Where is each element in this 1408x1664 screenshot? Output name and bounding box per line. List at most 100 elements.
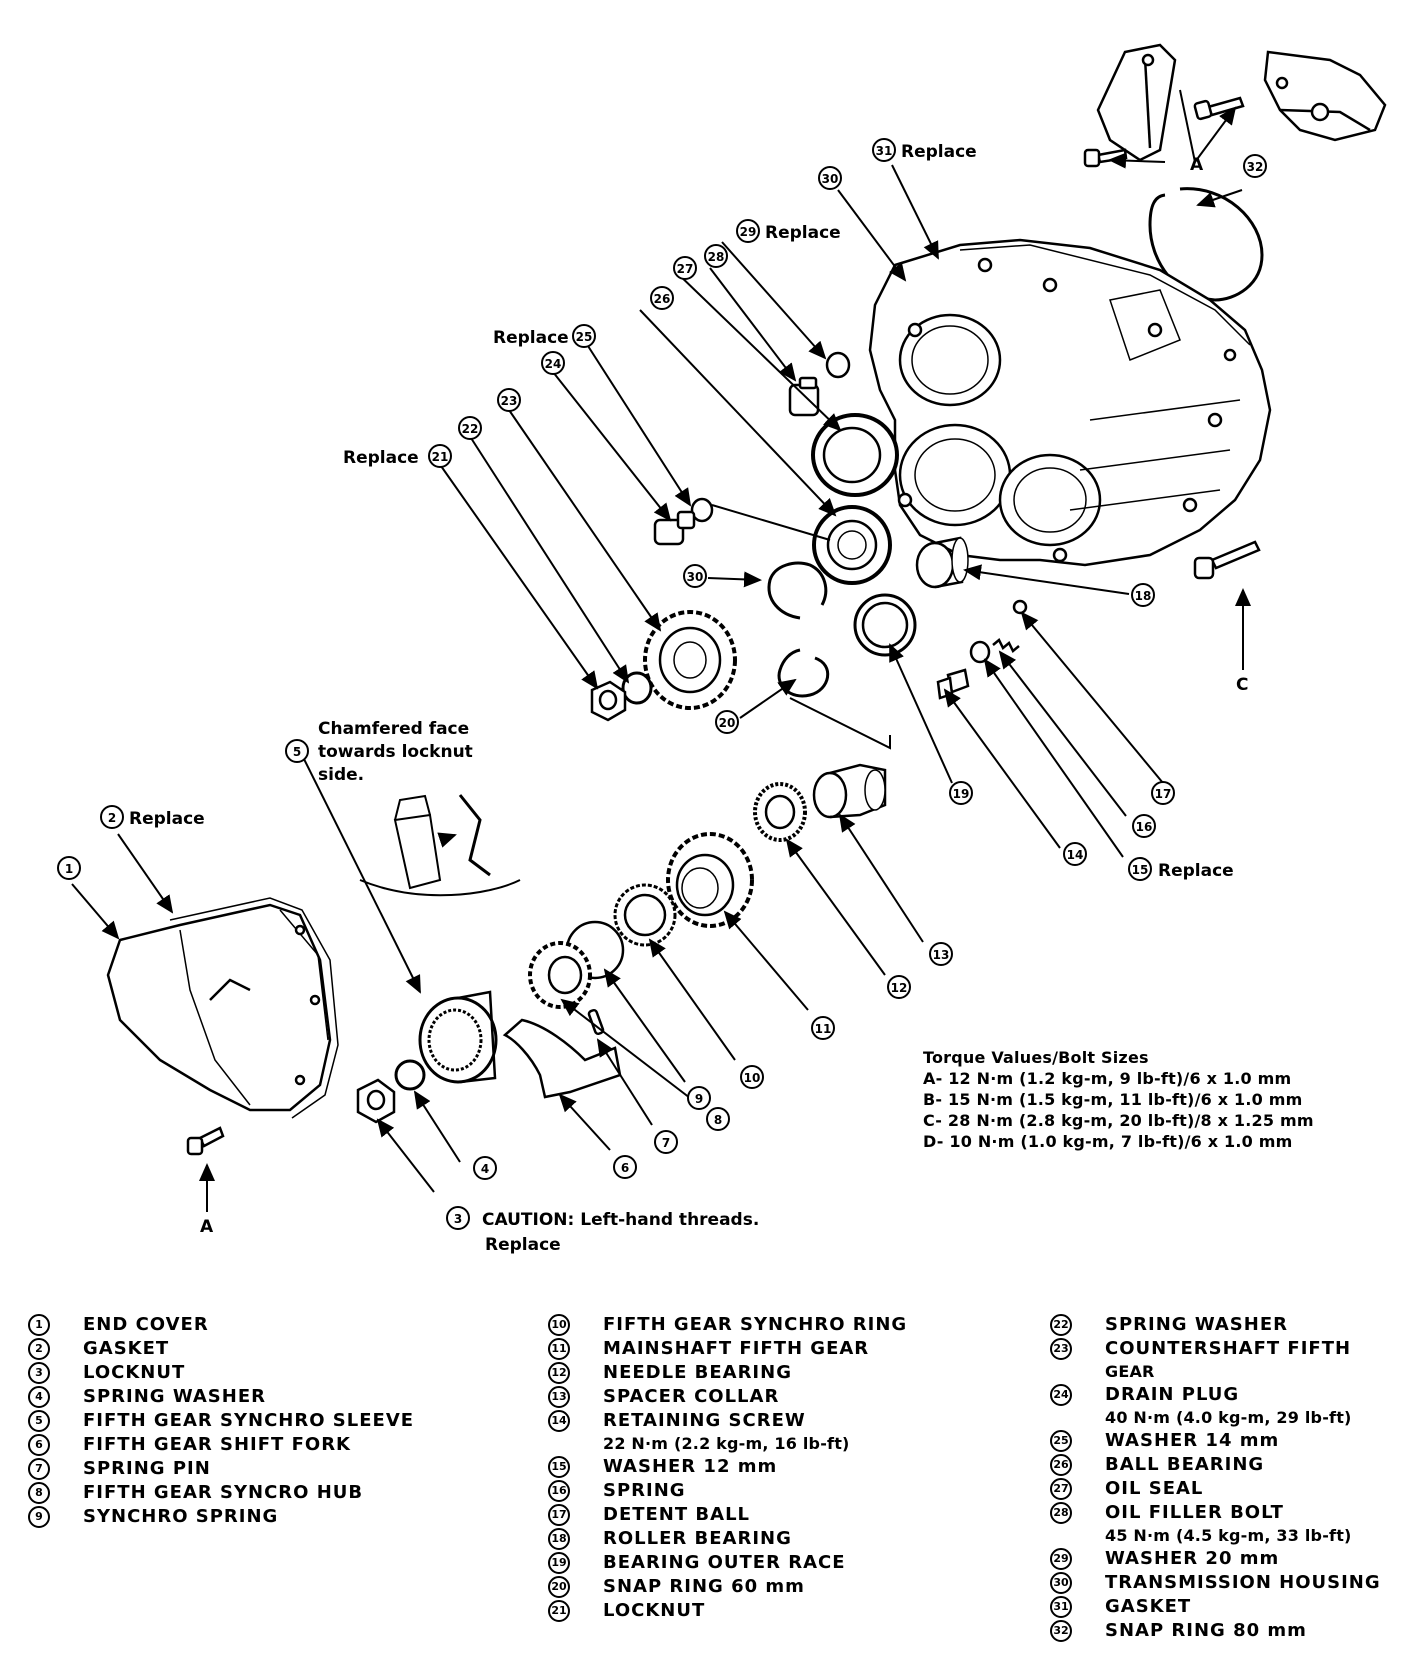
svg-text:14: 14 — [1067, 848, 1084, 862]
parts-drawing — [106, 43, 1387, 1156]
legend-number-marker: 18 — [548, 1528, 570, 1550]
bolt-a-bottom-label: A — [200, 1217, 214, 1237]
retaining-screw-drawing — [936, 668, 970, 700]
svg-text:31: 31 — [876, 144, 893, 158]
detent-ball-drawing — [1012, 599, 1028, 615]
svg-text:27: 27 — [677, 262, 694, 276]
callout-22: 22 — [458, 416, 482, 440]
legend-item-label: OIL SEAL — [1105, 1478, 1204, 1499]
legend-number-marker: 19 — [548, 1552, 570, 1574]
legend-number-marker: 23 — [1050, 1338, 1072, 1360]
legend-number-marker: 26 — [1050, 1454, 1072, 1476]
legend-item-torque: 40 N·m (4.0 kg-m, 29 lb-ft) — [1105, 1408, 1352, 1427]
legend-number-marker: 9 — [28, 1506, 50, 1528]
legend-number-marker: 17 — [548, 1504, 570, 1526]
legend-item-label: WASHER 14 mm — [1105, 1430, 1280, 1451]
chamfer-detail-drawing — [359, 794, 521, 897]
svg-text:16: 16 — [1136, 820, 1153, 834]
callout-2-text: Replace — [129, 809, 205, 829]
snap-ring-32-drawing — [1148, 187, 1264, 302]
svg-text:32: 32 — [1247, 160, 1264, 174]
legend-number-marker: 6 — [28, 1434, 50, 1456]
callout-14: 14 — [1063, 842, 1087, 866]
callout-21-text: Replace — [343, 448, 419, 468]
svg-text:21: 21 — [432, 450, 449, 464]
needle-bearing-drawing — [753, 782, 807, 842]
svg-text:17: 17 — [1155, 787, 1172, 801]
legend-number-marker: 12 — [548, 1362, 570, 1384]
svg-text:11: 11 — [815, 1022, 832, 1036]
end-cover-drawing — [106, 903, 332, 1112]
legend-item-label: DRAIN PLUG — [1105, 1384, 1240, 1405]
legend-number-marker: 20 — [548, 1576, 570, 1598]
legend-item-label: SPRING PIN — [83, 1458, 211, 1479]
legend-number-marker: 21 — [548, 1600, 570, 1622]
callout-12: 12 — [887, 975, 911, 999]
legend-item-label: BALL BEARING — [1105, 1454, 1265, 1475]
callout-17: 17 — [1151, 781, 1175, 805]
callout-25: 25 — [572, 324, 596, 348]
legend-item-label: SPACER COLLAR — [603, 1386, 780, 1407]
spring-washer-4-drawing — [394, 1059, 426, 1091]
legend-item-label-cont: GEAR — [1105, 1362, 1155, 1381]
svg-text:5: 5 — [293, 745, 301, 759]
callout-15-text: Replace — [1158, 861, 1234, 881]
callout-1: 1 — [57, 856, 81, 880]
synchro-sleeve-drawing — [418, 990, 498, 1084]
callout-18: 18 — [1131, 583, 1155, 607]
callout-29: 29 — [736, 219, 760, 243]
callout-32: 32 — [1243, 154, 1267, 178]
svg-text:18: 18 — [1135, 589, 1152, 603]
legend-item-label: MAINSHAFT FIFTH GEAR — [603, 1338, 870, 1359]
snap-ring-20-drawing — [777, 648, 830, 698]
legend-number-marker: 25 — [1050, 1430, 1072, 1452]
legend-item-label: DETENT BALL — [603, 1504, 751, 1525]
legend-item-label: FIFTH GEAR SYNCHRO RING — [603, 1314, 908, 1335]
callout-27: 27 — [673, 256, 697, 280]
svg-text:4: 4 — [481, 1162, 489, 1176]
legend-item-label: GASKET — [1105, 1596, 1192, 1617]
legend-item-label: FIFTH GEAR SYNCRO HUB — [83, 1482, 364, 1503]
roller-bearing-drawing — [915, 536, 969, 589]
countershaft-fifth-gear-drawing — [643, 610, 737, 710]
svg-text:6: 6 — [621, 1161, 629, 1175]
mount-bracket-drawing — [1096, 43, 1387, 162]
callout-31-text: Replace — [901, 142, 977, 162]
legend-number-marker: 28 — [1050, 1502, 1072, 1524]
synchro-ring-drawing — [613, 883, 677, 947]
legend-item-label: BEARING OUTER RACE — [603, 1552, 846, 1573]
callout-8: 8 — [706, 1107, 730, 1131]
torque-a: A- 12 N·m (1.2 kg-m, 9 lb-ft)/6 x 1.0 mm — [923, 1069, 1292, 1088]
svg-text:22: 22 — [462, 422, 479, 436]
callout-13: 13 — [929, 942, 953, 966]
legend-item-torque: 22 N·m (2.2 kg-m, 16 lb-ft) — [603, 1434, 850, 1453]
synchro-hub-drawing — [528, 941, 592, 1009]
legend-item-label: SPRING WASHER — [83, 1386, 266, 1407]
legend-number-marker: 3 — [28, 1362, 50, 1384]
callout-5-line3: side. — [318, 765, 364, 785]
torque-title: Torque Values/Bolt Sizes — [923, 1048, 1149, 1067]
svg-text:28: 28 — [708, 250, 725, 264]
svg-text:24: 24 — [545, 357, 562, 371]
callout-19: 19 — [949, 781, 973, 805]
callout-16: 16 — [1132, 814, 1156, 838]
svg-text:3: 3 — [454, 1212, 462, 1226]
snap-ring-upper-drawing — [767, 561, 828, 620]
svg-text:26: 26 — [654, 292, 671, 306]
legend-item-label: WASHER 12 mm — [603, 1456, 778, 1477]
callout-7: 7 — [654, 1130, 678, 1154]
callout-29-text: Replace — [765, 223, 841, 243]
leader-lines — [71, 89, 1251, 1212]
